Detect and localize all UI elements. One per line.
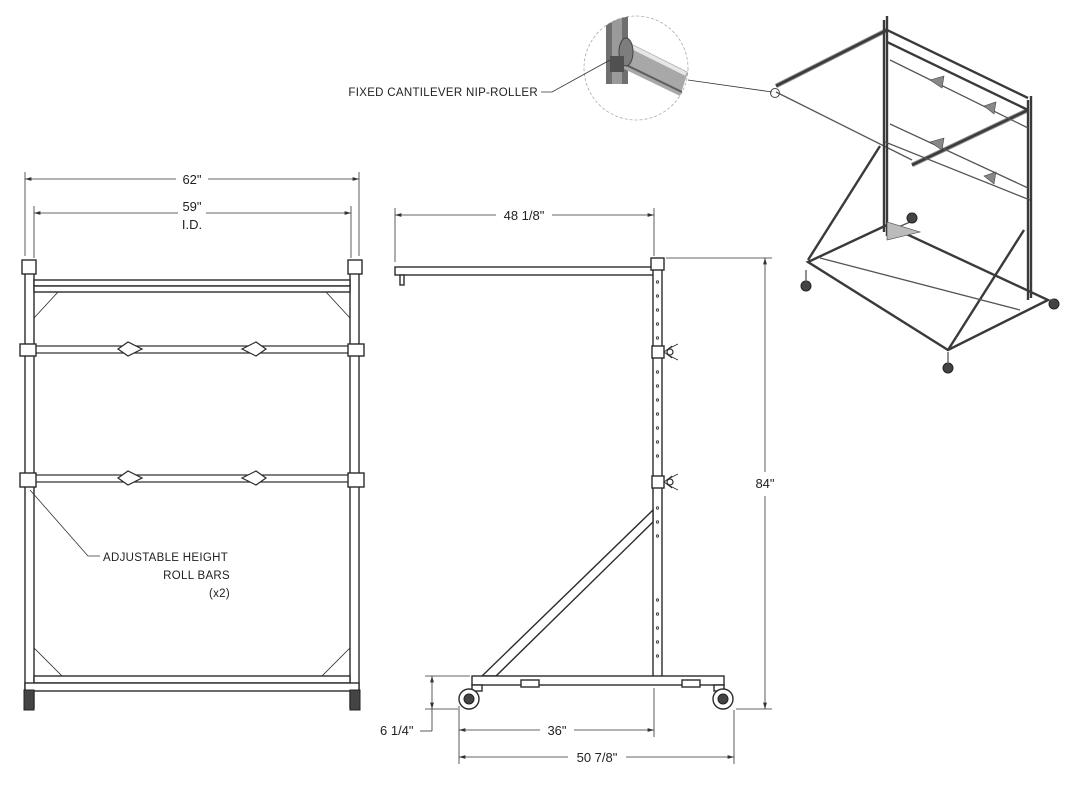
- inner-width-note: I.D.: [182, 217, 202, 232]
- roll-bars-label-line1: ADJUSTABLE HEIGHT: [103, 552, 228, 564]
- base-height-label: 6 1/4": [380, 723, 414, 738]
- base-height-dimension: 6 1/4": [380, 675, 470, 738]
- front-inner-width-dimension: 59" I.D.: [33, 199, 352, 258]
- clamp-lower: [651, 473, 679, 491]
- left-post: [24, 267, 35, 709]
- overall-depth-label: 50 7/8": [577, 750, 618, 765]
- side-view: [394, 257, 734, 710]
- roll-bars-label-line2: ROLL BARS: [163, 570, 230, 582]
- roll-bar-upper: [19, 341, 365, 357]
- wheel-base-label: 36": [547, 723, 566, 738]
- isometric-view: [774, 16, 1060, 374]
- inner-width-label: 59": [182, 199, 201, 214]
- roll-bars-callout: ADJUSTABLE HEIGHT ROLL BARS (x2): [29, 489, 230, 600]
- overall-width-label: 62": [182, 172, 201, 187]
- roll-bars-label-line3: (x2): [209, 588, 230, 600]
- caster-right: [712, 688, 734, 710]
- right-post-cap: [347, 259, 363, 275]
- roll-bar-lower: [19, 470, 365, 488]
- front-view: [19, 259, 365, 711]
- right-post: [349, 267, 360, 709]
- front-width-dimension: 62": [24, 172, 360, 256]
- left-post-cap: [21, 259, 37, 275]
- nip-roller-label: FIXED CANTILEVER NIP-ROLLER: [348, 87, 538, 99]
- clamp-upper: [651, 343, 679, 361]
- side-post: [652, 261, 663, 681]
- arm-length-label: 48 1/8": [504, 208, 545, 223]
- nip-roller-detail: [583, 15, 780, 121]
- overall-depth-dimension: 50 7/8": [459, 710, 735, 765]
- diagonal-brace: [480, 508, 654, 677]
- caster-left: [458, 688, 480, 710]
- top-arm: [394, 266, 660, 276]
- height-dimension: 84": [666, 257, 775, 710]
- overall-height-label: 84": [755, 476, 774, 491]
- arm-length-dimension: 48 1/8": [394, 208, 655, 262]
- nip-roller-callout: FIXED CANTILEVER NIP-ROLLER: [348, 59, 611, 99]
- wheel-base-dimension: 36": [458, 688, 655, 764]
